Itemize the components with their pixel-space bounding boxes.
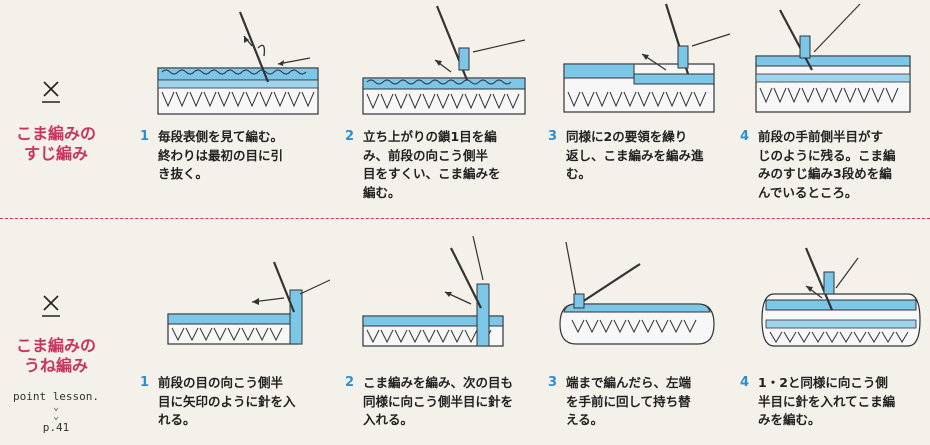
step-caption: 1 毎段表側を見て編む。 終わりは最初の目に引 き抜く。 <box>140 128 330 184</box>
caption-line: 返し、こま編みを編み進 <box>566 147 704 163</box>
caption-line: 編む。 <box>363 184 401 200</box>
step-1: 1 前段の目の向こう側半 目に矢印のように針を入 れる。 <box>140 228 330 445</box>
step-2: 2 こま編みを編み、次の目も 同様に向こう側半目に針を 入れる。 <box>345 228 535 445</box>
point-lesson-page: p.41 <box>42 421 70 434</box>
caption-line: 1・2と同様に向こう側 <box>758 375 888 390</box>
caption-line: き抜く。 <box>158 166 209 181</box>
step-caption: 2 立ち上がりの鎖1目を編 み、前段の向こう側半 目をすくい、こま編みを 編む。 <box>345 128 535 202</box>
crochet-step-illustration <box>157 11 319 115</box>
caption-line: 毎段表側を見て編む。 <box>158 129 284 144</box>
crochet-step-illustration <box>559 241 715 345</box>
crochet-step-illustration <box>761 247 921 347</box>
step-number: 4 <box>740 129 750 144</box>
caption-line: こま編みを編み、次の目も <box>363 375 514 390</box>
step-caption: 1 前段の目の向こう側半 目に矢印のように針を入 れる。 <box>140 374 330 430</box>
caption-line: を手前に回して持ち替 <box>566 393 691 409</box>
step-number: 1 <box>140 375 150 390</box>
crochet-step-illustration <box>362 235 504 347</box>
section-uneami: こま編みの うね編み point lesson. ⌄⌄ p.41 1 前段の目の… <box>0 228 930 445</box>
step-caption: 3 同様に2の要領を繰り 返し、こま編みを編み進 む。 <box>548 128 738 184</box>
step-number: 3 <box>548 375 558 390</box>
section-title: こま編みの うね編み <box>0 336 112 376</box>
crochet-step-illustration <box>167 261 330 345</box>
caption-line: 終わりは最初の目に引 <box>158 147 284 163</box>
point-lesson-link[interactable]: point lesson. ⌄⌄ p.41 <box>0 390 112 434</box>
caption-line: んでいるところ。 <box>758 184 858 200</box>
title-line: こま編みの <box>15 336 96 355</box>
chevron-down-icon: ⌄⌄ <box>52 402 60 422</box>
caption-line: 同様に2の要領を繰り <box>566 129 688 144</box>
caption-line: 半目に針を入れてこま編 <box>758 393 896 409</box>
step-4: 4 前段の手前側半目がす じのように残る。こま編 みのすじ編み3段めを編 んでい… <box>740 0 930 215</box>
step-1: 1 毎段表側を見て編む。 終わりは最初の目に引 き抜く。 <box>140 0 330 215</box>
crochet-step-illustration <box>362 5 526 115</box>
crochet-sc-ridge-symbol-icon <box>42 295 60 317</box>
caption-line: 立ち上がりの鎖1目を編 <box>363 129 497 144</box>
step-2: 2 立ち上がりの鎖1目を編 み、前段の向こう側半 目をすくい、こま編みを 編む。 <box>345 0 535 215</box>
title-line: すじ編み <box>23 144 88 163</box>
step-number: 4 <box>740 375 750 390</box>
caption-line: み、前段の向こう側半 <box>363 147 489 163</box>
crochet-step-illustration <box>755 3 911 113</box>
step-number: 2 <box>345 129 355 144</box>
step-4: 4 1・2と同様に向こう側 半目に針を入れてこま編 みを編む。 <box>740 228 930 445</box>
section-divider <box>0 218 930 219</box>
caption-line: 目をすくい、こま編みを <box>363 166 501 181</box>
caption-line: れる。 <box>158 412 196 427</box>
crochet-sc-back-loop-symbol-icon <box>42 81 60 103</box>
section-label: こま編みの うね編み point lesson. ⌄⌄ p.41 <box>0 228 130 445</box>
caption-line: む。 <box>566 166 592 181</box>
section-label: こま編みの すじ編み <box>0 0 130 215</box>
step-caption: 3 端まで編んだら、左端 を手前に回して持ち替 える。 <box>548 374 738 430</box>
fabric-swatch <box>157 67 319 115</box>
caption-line: 目に矢印のように針を入 <box>158 393 296 409</box>
caption-line: 前段の目の向こう側半 <box>158 375 284 390</box>
step-3: 3 同様に2の要領を繰り 返し、こま編みを編み進 む。 <box>548 0 738 215</box>
step-number: 3 <box>548 129 558 144</box>
step-caption: 4 前段の手前側半目がす じのように残る。こま編 みのすじ編み3段めを編 んでい… <box>740 128 930 202</box>
section-title: こま編みの すじ編み <box>0 124 112 164</box>
step-3: 3 端まで編んだら、左端 を手前に回して持ち替 える。 <box>548 228 738 445</box>
caption-line: じのように残る。こま編 <box>758 147 896 163</box>
caption-line: みを編む。 <box>758 412 821 427</box>
title-line: うね編み <box>23 356 88 375</box>
section-sujiami: こま編みの すじ編み 1 毎段表側を見て編む。 終わりは最初の目に引 <box>0 0 930 215</box>
title-line: こま編みの <box>15 124 96 143</box>
step-number: 1 <box>140 129 150 144</box>
caption-line: 端まで編んだら、左端 <box>566 375 692 390</box>
step-caption: 2 こま編みを編み、次の目も 同様に向こう側半目に針を 入れる。 <box>345 374 535 430</box>
point-lesson-label: point lesson. <box>12 390 100 403</box>
step-caption: 4 1・2と同様に向こう側 半目に針を入れてこま編 みを編む。 <box>740 374 930 430</box>
step-number: 2 <box>345 375 355 390</box>
crochet-step-illustration <box>563 3 731 113</box>
caption-line: 前段の手前側半目がす <box>758 129 884 144</box>
caption-line: みのすじ編み3段めを編 <box>758 166 892 181</box>
caption-line: える。 <box>566 412 604 427</box>
caption-line: 入れる。 <box>363 412 414 427</box>
caption-line: 同様に向こう側半目に針を <box>363 393 514 409</box>
